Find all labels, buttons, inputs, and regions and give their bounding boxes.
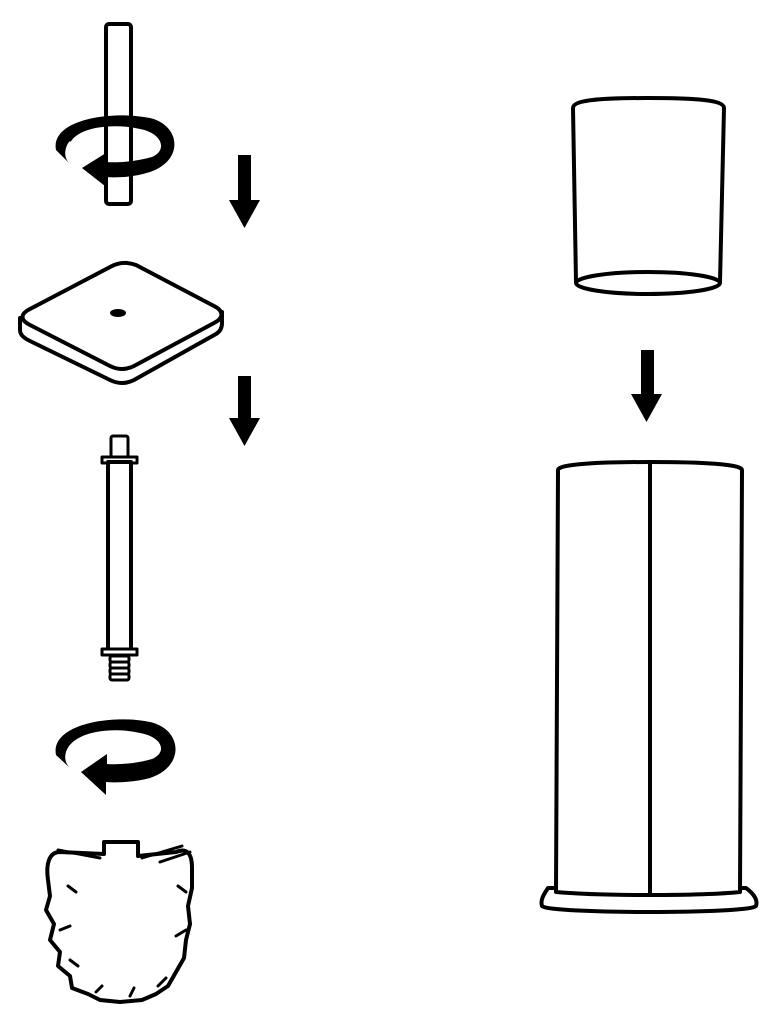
holder-body [539, 460, 759, 914]
down-arrow-icon [229, 155, 260, 228]
brush-head [44, 840, 194, 1004]
down-arrow-icon [229, 376, 260, 446]
brush-bristle-marks [56, 844, 192, 998]
handle-rod [104, 22, 133, 206]
base-plate [18, 260, 224, 385]
threaded-shaft [100, 434, 139, 682]
base-plate-hole [110, 309, 126, 317]
down-arrow-icon [631, 350, 662, 422]
holder-cup [571, 96, 726, 296]
shaft-body [106, 460, 133, 652]
rotate-counterclockwise-icon [55, 115, 175, 186]
rotate-counterclockwise-icon [55, 719, 176, 795]
holder-cup-body [571, 96, 726, 284]
holder-cup-rim [574, 270, 722, 296]
shaft-thread [108, 654, 131, 682]
handle-top-assembly [55, 22, 175, 206]
shaft-collar-bottom [100, 647, 139, 657]
shaft-tip [109, 434, 130, 460]
brush-head-outline [44, 840, 194, 1004]
